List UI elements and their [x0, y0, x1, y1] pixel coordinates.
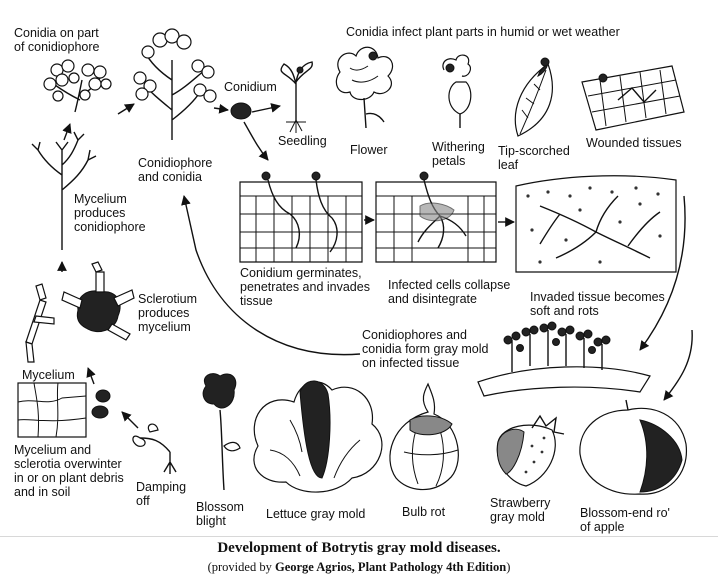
caption-credit-suffix: ) — [506, 560, 511, 574]
label-lettuce-gray-mold: Lettuce gray mold — [266, 507, 366, 521]
caption-credit-author: George Agrios, Plant Pathology 4th Editi… — [274, 560, 507, 574]
label-conidia-infect: Conidia infect plant parts in humid or w… — [346, 25, 620, 39]
mycelium-strands-illustration — [25, 283, 55, 363]
conidiophore-illustration — [133, 28, 217, 140]
label-overwinter: Mycelium and sclerotia overwinter in or … — [14, 443, 124, 499]
strawberry-illustration — [496, 414, 565, 487]
conidia-cluster-illustration — [43, 59, 112, 113]
blossom-blight-illustration — [202, 373, 241, 491]
label-mycelium-produces-conidiophore: Mycelium produces conidiophore — [74, 192, 146, 234]
collapsing-cells-illustration — [375, 171, 497, 263]
label-conidiophore-and-conidia: Conidiophore and conidia — [138, 156, 213, 184]
disease-cycle-figure: Conidia on part of conidiophore Conidia … — [0, 25, 718, 537]
label-blossom-blight: Blossom blight — [196, 500, 244, 528]
wounded-tissues-illustration — [581, 65, 685, 131]
label-conidiophores-form-gray-mold: Conidiophores and conidia form gray mold… — [362, 328, 489, 370]
tip-scorched-leaf-illustration — [514, 57, 553, 137]
label-damping-off: Damping off — [136, 480, 187, 508]
flower-illustration — [335, 46, 393, 129]
caption-credit: (provided by George Agrios, Plant Pathol… — [0, 560, 718, 575]
caption-title: Development of Botrytis gray mold diseas… — [217, 540, 501, 556]
bulb-rot-illustration — [389, 382, 459, 491]
sclerotium-illustration — [61, 261, 135, 341]
label-infected-cells-collapse: Infected cells collapse and disintegrate — [388, 278, 511, 306]
label-withering-petals: Withering petals — [432, 140, 485, 168]
label-seedling: Seedling — [278, 134, 327, 148]
label-blossom-end-rot: Blossom-end ro' of apple — [580, 506, 670, 534]
label-wounded-tissues: Wounded tissues — [586, 136, 682, 150]
label-strawberry-gray-mold: Strawberry gray mold — [490, 496, 551, 524]
caption-credit-prefix: (provided by — [207, 560, 275, 574]
lettuce-illustration — [253, 380, 383, 493]
label-conidium-germinates: Conidium germinates, penetrates and inva… — [240, 266, 370, 308]
gray-mold-illustration — [477, 321, 651, 397]
germinating-conidium-tissue-illustration — [239, 171, 363, 263]
cycle-arrows — [57, 103, 693, 429]
disease-cycle-diagram — [17, 28, 693, 495]
rotting-tissue-illustration — [515, 175, 677, 273]
label-sclerotium-produces-mycelium: Sclerotium produces mycelium — [138, 292, 198, 334]
label-bulb-rot: Bulb rot — [402, 505, 446, 519]
damping-off-illustration — [132, 423, 177, 474]
withering-petals-illustration — [442, 54, 472, 128]
seedling-illustration — [280, 61, 313, 133]
figure-caption: Development of Botrytis gray mold diseas… — [0, 538, 718, 575]
label-invaded-tissue: Invaded tissue becomes soft and rots — [530, 290, 665, 318]
label-flower: Flower — [350, 143, 388, 157]
overwinter-debris-illustration — [17, 382, 111, 438]
label-tip-scorched-leaf: Tip-scorched leaf — [498, 144, 570, 172]
apple-illustration — [579, 399, 687, 495]
label-mycelium: Mycelium — [22, 368, 75, 382]
conidium-illustration — [230, 102, 252, 120]
mycelium-conidiophore-illustration — [31, 131, 97, 250]
label-conidium: Conidium — [224, 80, 277, 94]
label-conidia-on-conidiophore: Conidia on part of conidiophore — [14, 26, 100, 54]
